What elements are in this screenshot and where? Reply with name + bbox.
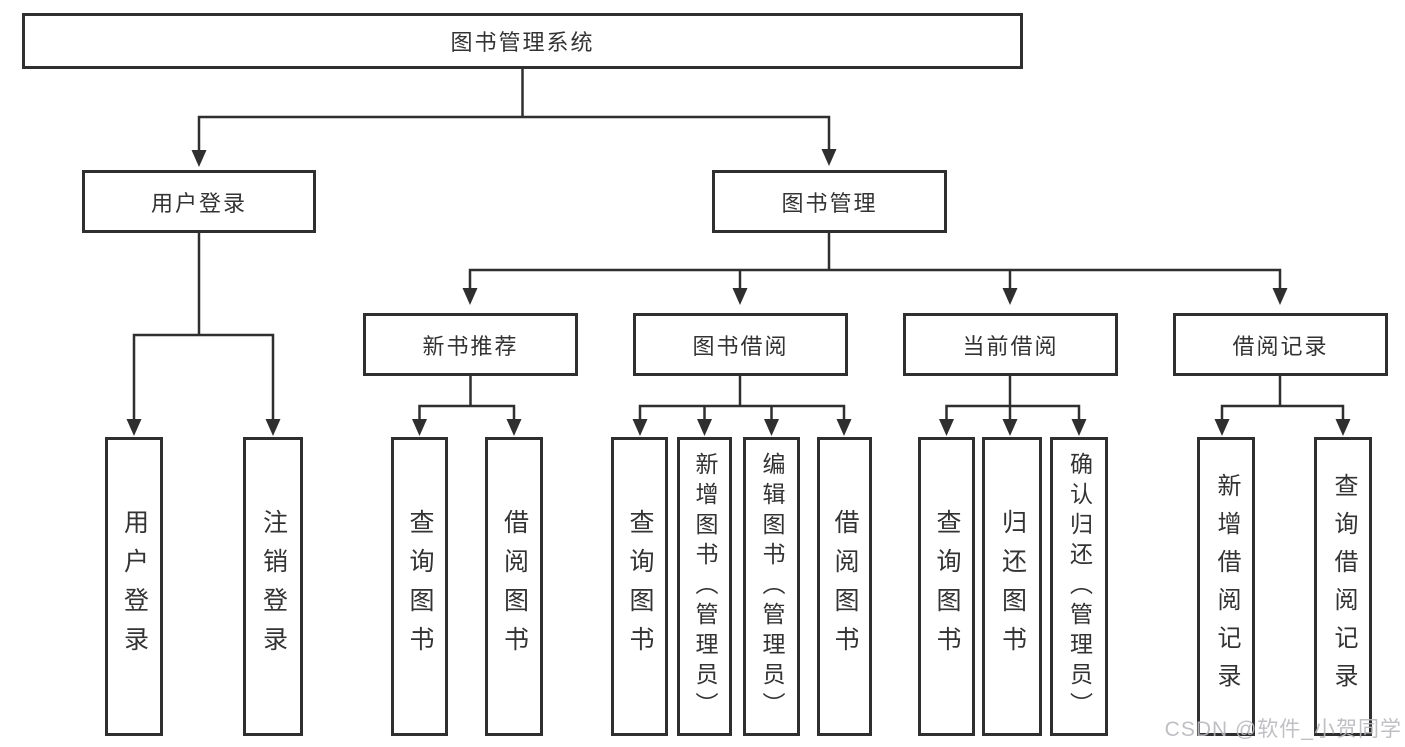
node-label: 图书借阅 bbox=[692, 333, 789, 359]
leaf-label: 查询图书 bbox=[933, 508, 961, 665]
node-label: 用户登录 bbox=[150, 190, 247, 216]
node-label: 当前借阅 bbox=[962, 333, 1059, 359]
leaf-query-books: 查询图书 bbox=[611, 437, 668, 736]
csdn-watermark: CSDN @软件_小贺同学 bbox=[1164, 718, 1402, 741]
node-label: 借阅记录 bbox=[1232, 333, 1329, 359]
node-label: 图书管理系统 bbox=[450, 30, 595, 55]
leaf-label: 注销登录 bbox=[259, 508, 288, 665]
leaf-label: 确认归还（管理员） bbox=[1066, 451, 1093, 722]
leaf-return-books: 归还图书 bbox=[982, 437, 1042, 736]
leaf-confirm-return-admin: 确认归还（管理员） bbox=[1050, 437, 1108, 736]
leaf-label: 借阅图书 bbox=[500, 508, 529, 665]
node-new-book-recommend: 新书推荐 bbox=[363, 313, 578, 376]
node-borrow-records: 借阅记录 bbox=[1173, 313, 1388, 376]
leaf-edit-book-admin: 编辑图书（管理员） bbox=[743, 437, 800, 736]
leaf-borrow-books: 借阅图书 bbox=[485, 437, 543, 736]
leaf-query-books: 查询图书 bbox=[391, 437, 448, 736]
node-user-login: 用户登录 bbox=[82, 170, 316, 233]
node-book-borrow: 图书借阅 bbox=[633, 313, 848, 376]
leaf-label: 查询图书 bbox=[406, 508, 434, 665]
leaf-label: 查询借阅记录 bbox=[1330, 472, 1357, 701]
node-book-management: 图书管理 bbox=[712, 170, 947, 233]
node-label: 新书推荐 bbox=[422, 333, 519, 359]
leaf-user-login: 用户登录 bbox=[105, 437, 163, 736]
leaf-label: 新增借阅记录 bbox=[1213, 472, 1240, 701]
leaf-label: 查询图书 bbox=[626, 508, 654, 665]
leaf-label: 用户登录 bbox=[120, 508, 149, 665]
leaf-add-borrow-record: 新增借阅记录 bbox=[1197, 437, 1255, 736]
node-library-management-system: 图书管理系统 bbox=[22, 13, 1023, 69]
leaf-borrow-books: 借阅图书 bbox=[817, 437, 872, 736]
leaf-label: 新增图书（管理员） bbox=[692, 451, 718, 722]
leaf-label: 编辑图书（管理员） bbox=[759, 451, 785, 722]
leaf-label: 归还图书 bbox=[998, 508, 1027, 665]
leaf-query-borrow-record: 查询借阅记录 bbox=[1314, 437, 1372, 736]
leaf-add-book-admin: 新增图书（管理员） bbox=[677, 437, 732, 736]
leaf-label: 借阅图书 bbox=[831, 508, 859, 665]
node-label: 图书管理 bbox=[781, 190, 878, 216]
node-current-borrow: 当前借阅 bbox=[903, 313, 1118, 376]
leaf-query-books: 查询图书 bbox=[918, 437, 975, 736]
leaf-logout: 注销登录 bbox=[243, 437, 303, 736]
